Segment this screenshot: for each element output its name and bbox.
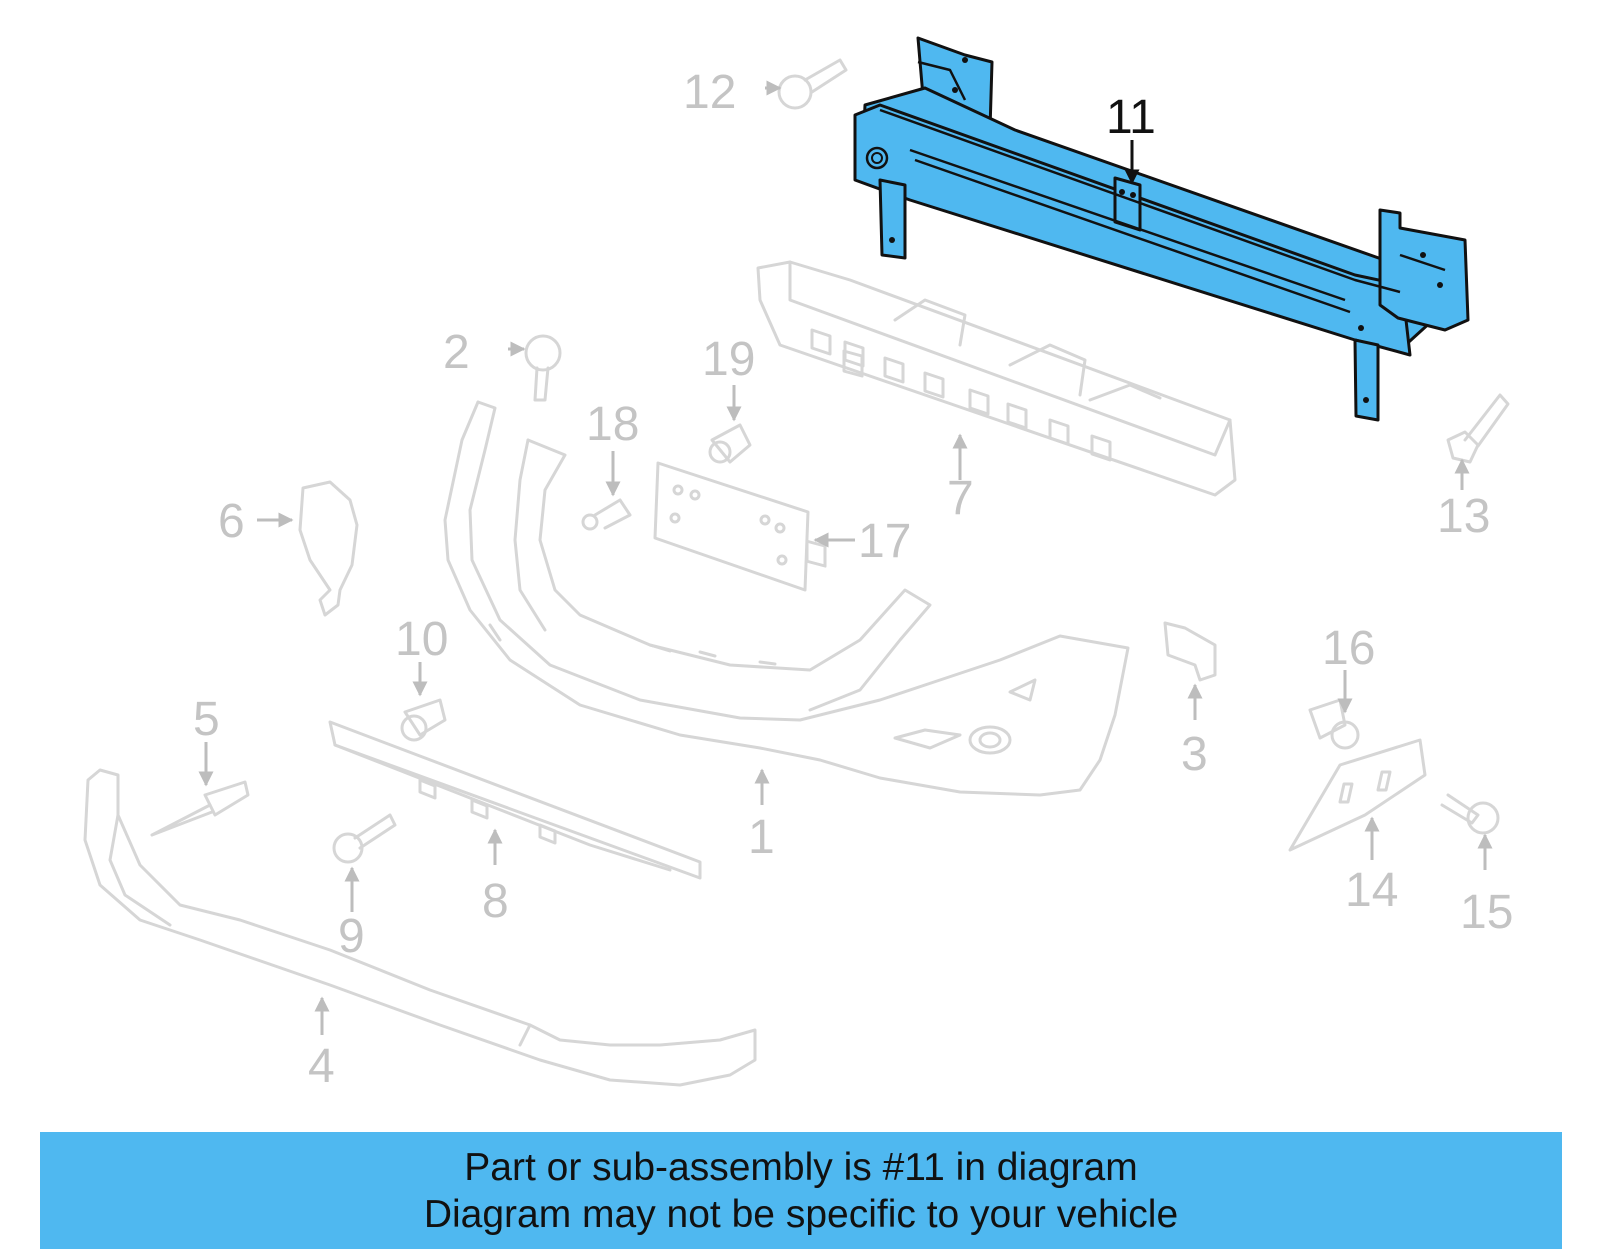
part-2-screw[interactable] <box>524 334 562 402</box>
callout-7: 7 <box>947 472 974 525</box>
part-6-side-bracket[interactable] <box>298 480 359 617</box>
part-18-pin[interactable] <box>581 498 632 531</box>
part-15-screw[interactable] <box>1440 793 1500 835</box>
part-3-clip-bracket[interactable] <box>1163 621 1217 682</box>
part-17-license-bracket[interactable] <box>653 461 810 592</box>
callout-13: 13 <box>1437 490 1490 543</box>
absorber-slots <box>805 349 864 568</box>
part-16-clip[interactable] <box>1308 698 1360 750</box>
part-8-lower-absorber[interactable] <box>328 720 702 880</box>
part-9-screw[interactable] <box>332 813 397 864</box>
part-14-side-plate[interactable] <box>1288 738 1427 852</box>
callout-9: 9 <box>338 910 365 963</box>
callout-19: 19 <box>702 333 755 386</box>
part-12-bolt[interactable] <box>777 58 848 110</box>
callout-15: 15 <box>1460 886 1513 939</box>
part-13-bolt[interactable] <box>1446 393 1510 464</box>
callout-3: 3 <box>1181 728 1208 781</box>
banner-line-disclaimer: Diagram may not be specific to your vehi… <box>423 1192 1179 1236</box>
part-11-bumper-reinforcement[interactable] <box>853 36 1470 422</box>
callout-arrows <box>198 80 1493 1035</box>
callout-12: 12 <box>683 66 736 119</box>
part-4-lower-spoiler[interactable] <box>83 768 757 1087</box>
part-19-clip[interactable] <box>708 423 752 464</box>
part-10-clip[interactable] <box>400 698 447 742</box>
parts-diagram: 12 11 2 19 18 6 17 7 13 10 3 16 5 1 8 9 … <box>83 36 1513 1093</box>
callout-5: 5 <box>193 693 220 746</box>
callout-16: 16 <box>1322 622 1375 675</box>
part-7-energy-absorber[interactable] <box>756 260 1237 568</box>
part-1-bumper-cover[interactable] <box>443 400 1130 797</box>
callout-17: 17 <box>858 515 911 568</box>
callout-1: 1 <box>748 811 775 864</box>
callout-18: 18 <box>586 398 639 451</box>
callout-10: 10 <box>395 613 448 666</box>
callout-labels: 12 11 2 19 18 6 17 7 13 10 3 16 5 1 8 9 … <box>193 66 1513 1093</box>
callout-6: 6 <box>218 495 245 548</box>
info-banner: Part or sub-assembly is #11 in diagram D… <box>40 1132 1562 1249</box>
callout-2: 2 <box>443 326 470 379</box>
part-5-rivet[interactable] <box>150 780 250 837</box>
callout-4: 4 <box>308 1040 335 1093</box>
callout-14: 14 <box>1345 864 1398 917</box>
callout-8: 8 <box>482 875 509 928</box>
banner-line-part-number: Part or sub-assembly is #11 in diagram <box>464 1145 1138 1189</box>
callout-11: 11 <box>1106 91 1156 144</box>
